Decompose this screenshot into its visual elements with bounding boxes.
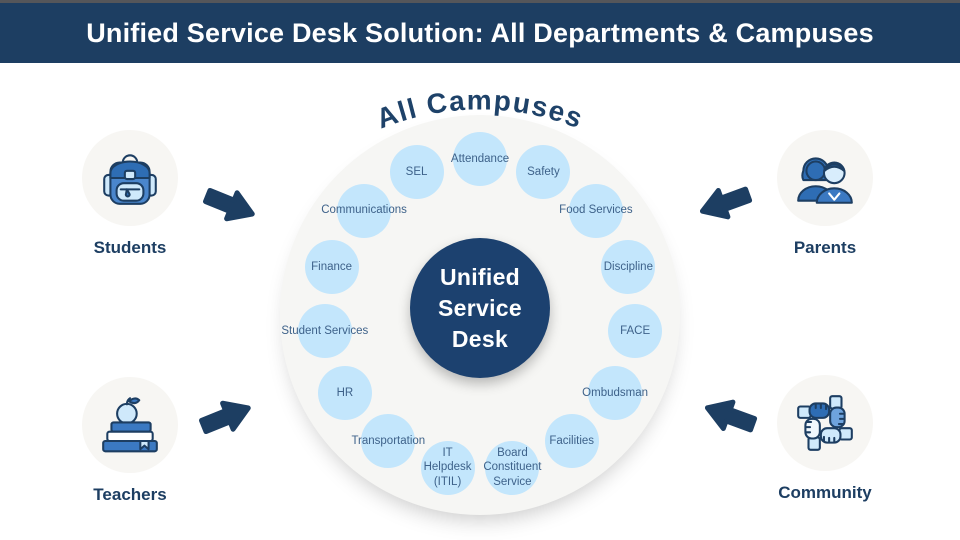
header-bar: Unified Service Desk Solution: All Depar…: [0, 0, 960, 63]
department-label: Student Services: [281, 325, 369, 338]
department-bubble: FACE: [608, 304, 663, 359]
department-bubble: SEL: [389, 145, 444, 200]
stakeholder-teachers: Teachers: [70, 377, 190, 505]
department-bubble: Discipline: [601, 239, 656, 294]
department-bubble: Communications: [321, 183, 407, 238]
stakeholder-label-community: Community: [778, 483, 872, 502]
stakeholder-label-students: Students: [93, 238, 167, 257]
department-label: Discipline: [603, 260, 653, 273]
department-bubble: Ombudsman: [582, 366, 648, 420]
department-bubble: Finance: [304, 239, 359, 294]
hands-together-icon: [777, 375, 873, 471]
department-label: SEL: [405, 166, 428, 179]
department-bubble: Board Constituent Service: [483, 440, 542, 495]
department-bubble: Student Services: [281, 304, 368, 359]
stakeholder-label-teachers: Teachers: [93, 485, 167, 504]
department-bubble: Attendance: [450, 132, 510, 186]
department-label: Facilities: [549, 435, 595, 448]
unified-service-desk-circle: Unified Service Desk: [410, 238, 550, 378]
unified-service-desk-label: Unified Service Desk: [438, 263, 522, 352]
department-bubble: Transportation: [351, 414, 425, 469]
department-label: FACE: [620, 325, 651, 338]
department-bubble: Food Services: [559, 183, 633, 238]
books-apple-icon: [82, 377, 178, 473]
department-label: Transportation: [351, 435, 426, 448]
department-label: Food Services: [559, 204, 633, 217]
department-label: Attendance: [450, 152, 510, 165]
stakeholder-label-parents: Parents: [793, 238, 857, 257]
department-label: Communications: [321, 204, 407, 217]
department-bubble: Facilities: [544, 414, 599, 469]
department-label: Board Constituent Service: [483, 447, 542, 488]
stakeholder-parents: Parents: [765, 130, 885, 258]
arrow-community-to-center-icon: [698, 390, 763, 443]
arrow-teachers-to-center-icon: [193, 390, 258, 444]
department-bubble: Safety: [516, 145, 571, 200]
department-label: HR: [336, 386, 354, 399]
backpack-icon: [82, 130, 178, 226]
department-label: Safety: [527, 166, 560, 179]
stakeholder-students: Students: [70, 130, 190, 258]
department-bubble: HR: [317, 366, 372, 420]
stakeholder-community: Community: [765, 375, 885, 503]
page-title: Unified Service Desk Solution: All Depar…: [86, 17, 874, 48]
department-label: IT Helpdesk (ITIL): [423, 447, 472, 488]
department-bubble: IT Helpdesk (ITIL): [420, 440, 475, 495]
parents-icon: [777, 130, 873, 226]
arrow-parents-to-center-icon: [693, 177, 758, 230]
department-label: Finance: [311, 260, 353, 273]
department-label: Ombudsman: [582, 386, 649, 399]
arrow-students-to-center-icon: [197, 178, 262, 232]
